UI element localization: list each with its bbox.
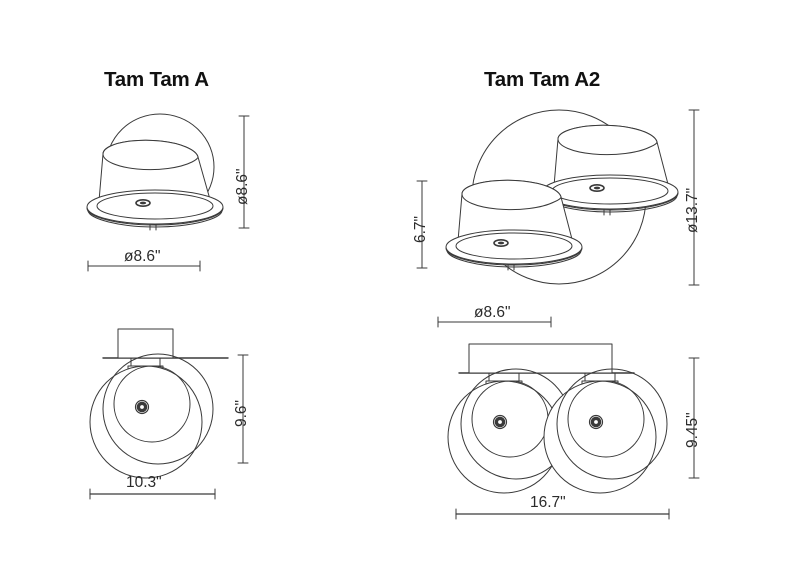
dim-a2-front-height: [688, 357, 700, 479]
dim-label-a-front-height: 9.6": [233, 399, 250, 427]
dim-label-a2-persp-shade-height: 6.7": [412, 215, 429, 243]
dim-label-a-persp-height: ø8.6": [234, 168, 251, 205]
a2-shade-right: [541, 124, 679, 216]
dim-label-a-front-width: 10.3": [126, 474, 162, 491]
product-title-tam-tam-a: Tam Tam A: [104, 68, 209, 91]
dim-a2-persp-shade-height: [416, 180, 428, 269]
product-title-tam-tam-a2: Tam Tam A2: [484, 68, 601, 91]
dim-a2-persp-width: [437, 316, 552, 328]
dim-a-front-width: [89, 488, 216, 500]
tam-tam-a2-front-illustration: [447, 343, 668, 494]
dim-label-a2-front-height: 9.45": [684, 412, 701, 448]
dim-a2-persp-backplate: [688, 109, 700, 286]
dim-a-persp-width: [87, 260, 201, 272]
a2-shade-left: [445, 179, 583, 271]
dim-label-a2-persp-backplate: ø13.7": [684, 187, 701, 233]
tam-tam-a-front-illustration: [89, 328, 229, 479]
tam-tam-a2-perspective-illustration: [445, 109, 679, 285]
dim-label-a-persp-width: ø8.6": [124, 248, 161, 265]
dim-a2-front-width: [455, 508, 670, 520]
dim-a-persp-height: [238, 115, 250, 229]
dim-a-front-height: [237, 354, 249, 464]
dim-label-a2-front-width: 16.7": [530, 494, 566, 511]
dim-label-a2-persp-width: ø8.6": [474, 304, 511, 321]
tam-tam-a-perspective-illustration: [86, 113, 224, 231]
